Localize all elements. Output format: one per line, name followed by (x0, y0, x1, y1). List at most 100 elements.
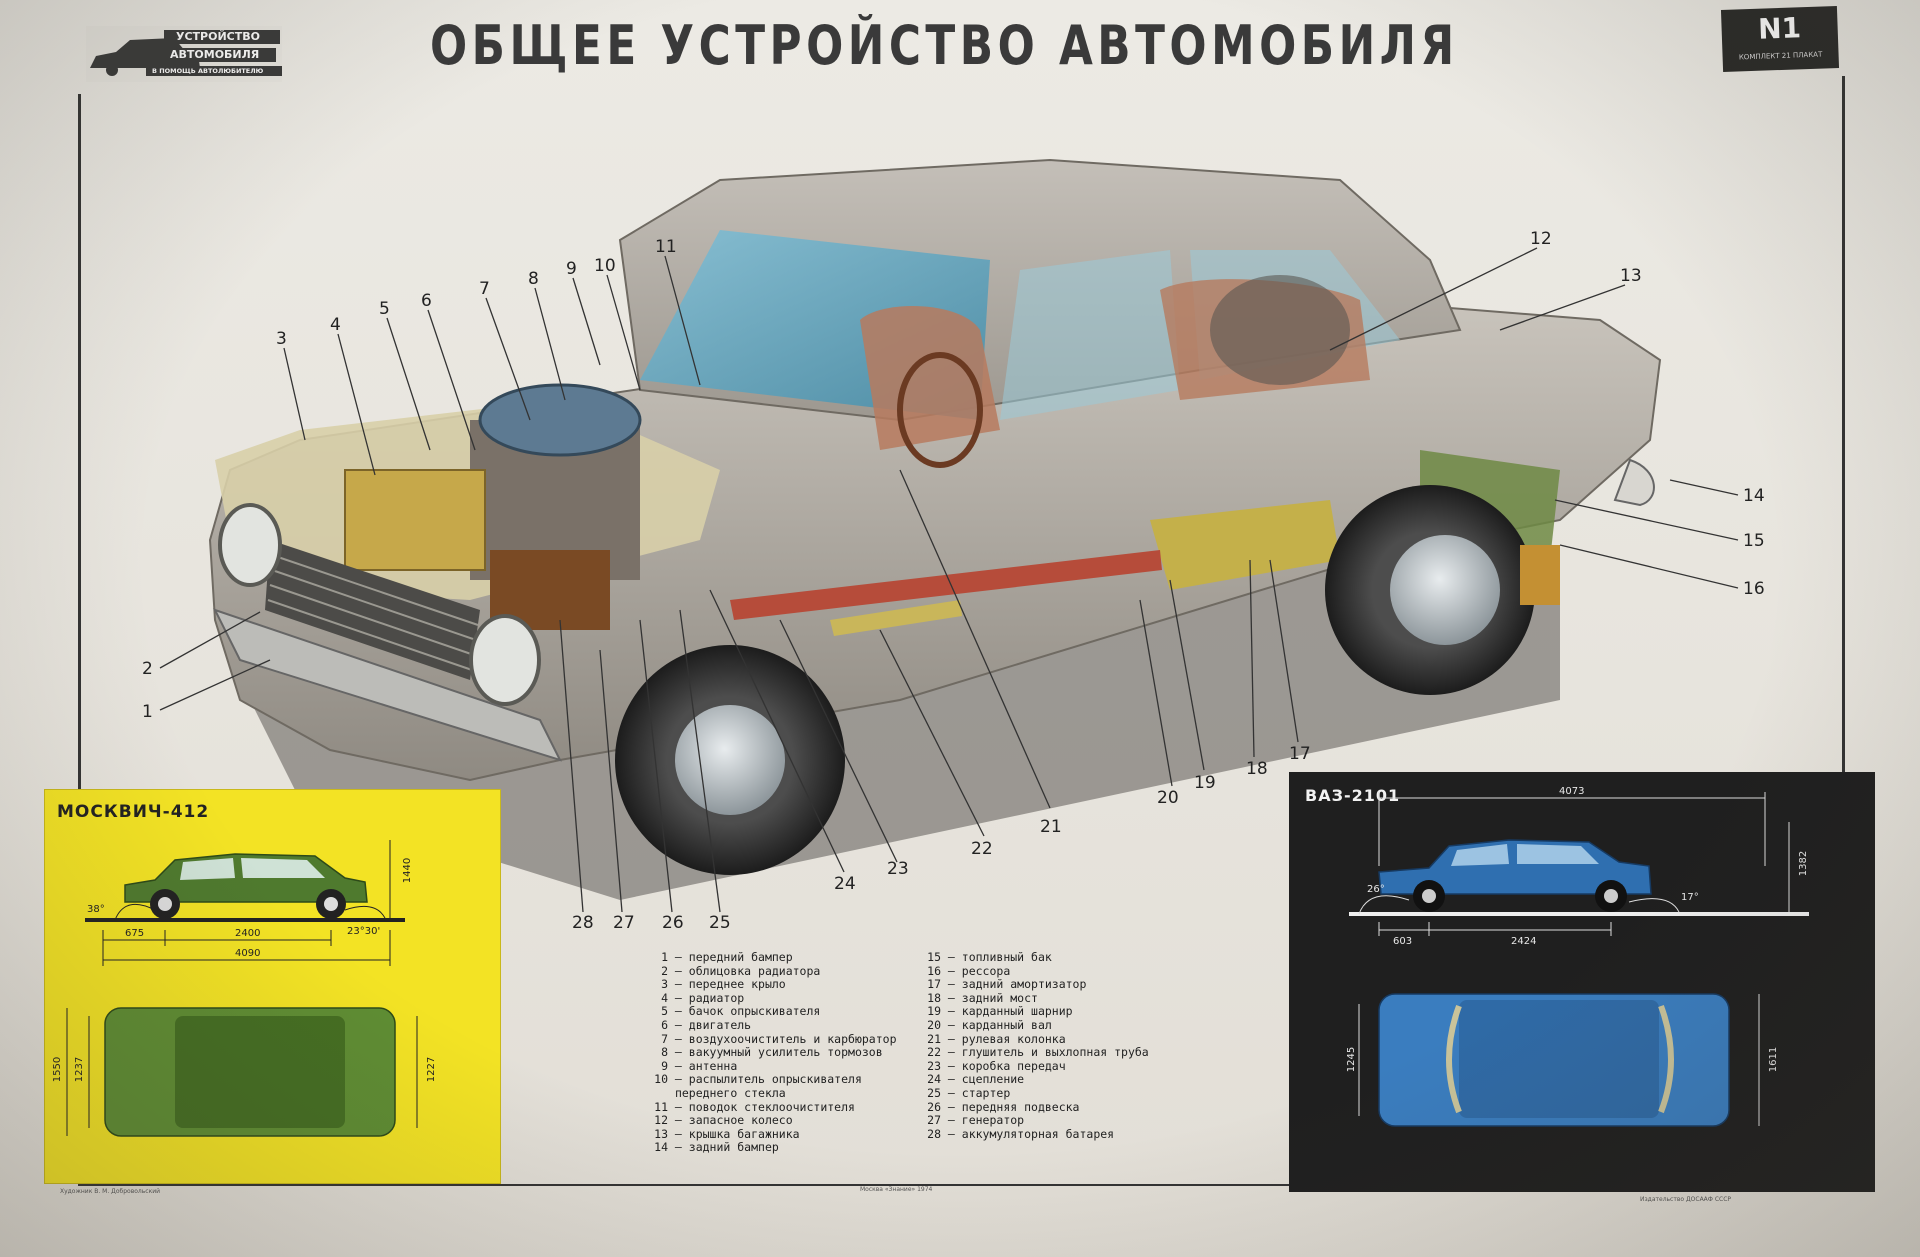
callout-26: 26 (662, 913, 684, 933)
legend-item-number: 27 (927, 1113, 941, 1128)
legend-item: 14 — задний бампер (640, 1141, 897, 1155)
legend-item: 1 — передний бампер (640, 950, 897, 965)
callout-4: 4 (330, 315, 341, 335)
legend-item: 12 — запасное колесо (640, 1113, 897, 1128)
legend-dash: — (668, 1004, 689, 1019)
legend-item-text: воздухоочиститель и карбюратор (688, 1031, 897, 1046)
vaz-overhang: 603 (1393, 936, 1413, 947)
legend-item: 7 — воздухоочиститель и карбюратор (640, 1031, 897, 1047)
legend-item-text: рулевая колонка (961, 1031, 1066, 1046)
footer-left: Художник В. М. Добровольский (60, 1188, 160, 1195)
front-wheel-hub (675, 705, 785, 815)
moskvich-width: 1550 (52, 1056, 64, 1083)
moskvich-overhang: 675 (125, 928, 145, 939)
callout-9: 9 (566, 259, 577, 279)
legend-item-number: 10 (654, 1072, 668, 1087)
legend-item-number: 6 (661, 1017, 668, 1032)
legend-item-text: задний мост (961, 990, 1038, 1005)
moskvich-track-rear: 1227 (426, 1056, 438, 1083)
callout-8: 8 (528, 269, 539, 289)
frame-left-line (78, 94, 81, 1182)
callout-25: 25 (709, 913, 731, 933)
legend-item: 16 — рессора (913, 964, 1149, 979)
callout-14: 14 (1743, 486, 1765, 506)
legend-item-text: передняя подвеска (961, 1099, 1080, 1114)
vaz-diagrams (1349, 792, 1809, 1127)
legend-item-number: 23 (927, 1058, 941, 1073)
exhaust-pipe (830, 600, 962, 636)
legend-item: 5 — бачок опрыскивателя (640, 1005, 897, 1019)
callout-6: 6 (421, 291, 432, 311)
legend-item-text: антенна (688, 1058, 738, 1073)
moskvich-track-front: 1237 (74, 1056, 86, 1083)
legend-item: 9 — антенна (640, 1058, 897, 1074)
callout-1: 1 (142, 702, 153, 722)
logo-line-1: УСТРОЙСТВО (176, 30, 260, 43)
legend-dash (668, 1086, 675, 1100)
legend-item-number: 4 (661, 990, 668, 1005)
moskvich-angle-rear: 23°30' (347, 926, 381, 937)
legend-item-number: 18 (927, 990, 941, 1005)
legend-item: 22 — глушитель и выхлопная труба (913, 1045, 1149, 1060)
legend-item: 11 — поводок стеклоочистителя (640, 1099, 897, 1115)
legend-item: 17 — задний амортизатор (913, 977, 1149, 992)
legend-dash: — (941, 977, 962, 992)
callout-10: 10 (594, 256, 616, 276)
legend-item-text: сцепление (961, 1072, 1025, 1087)
moskvich-length: 4090 (235, 948, 261, 959)
legend-item: 28 — аккумуляторная батарея (913, 1127, 1149, 1142)
legend-dash: — (668, 1113, 689, 1128)
legend-item-number: 8 (661, 1045, 668, 1060)
legend-item: 19 — карданный шарнир (913, 1005, 1149, 1019)
callout-27: 27 (613, 913, 635, 933)
legend-item: 26 — передняя подвеска (913, 1099, 1149, 1115)
moskvich-diagrams (66, 840, 418, 1137)
callout-15: 15 (1743, 531, 1765, 551)
mudflap (1520, 545, 1560, 605)
legend-item: 18 — задний мост (913, 990, 1149, 1006)
legend-item: 23 — коробка передач (913, 1058, 1149, 1074)
moskvich-height: 1440 (402, 857, 414, 884)
moskvich-412-panel: МОСКВИЧ-412 (44, 789, 501, 1184)
callout-23: 23 (887, 859, 909, 879)
page-title: ОБЩЕЕ УСТРОЙСТВО АВТОМОБИЛЯ (430, 14, 1459, 77)
legend-item-text: задний бампер (688, 1140, 779, 1155)
legend-item-text: облицовка радиатора (688, 963, 821, 978)
legend-item-text: коробка передач (961, 1058, 1066, 1073)
series-logo: УСТРОЙСТВО АВТОМОБИЛЯ В ПОМОЩЬ АВТОЛЮБИТ… (86, 26, 282, 82)
legend-item-number: 13 (654, 1126, 668, 1141)
moskvich-title: МОСКВИЧ-412 (57, 802, 210, 822)
radiator (344, 469, 486, 571)
legend-item-number: 25 (927, 1085, 941, 1100)
logo-car-icon (86, 26, 282, 82)
rear-axle (1150, 500, 1340, 590)
legend-item: переднего стекла (640, 1086, 897, 1101)
legend-dash: — (668, 1140, 689, 1155)
legend-item: 13 — крышка багажника (640, 1126, 897, 1142)
legend-item-number: 26 (927, 1099, 941, 1114)
legend-item-text: бачок опрыскивателя (688, 1004, 821, 1019)
legend-item-text: карданный шарнир (961, 1004, 1073, 1019)
legend-dash: — (668, 1099, 689, 1114)
callout-13: 13 (1620, 266, 1642, 286)
legend-dash: — (941, 1072, 962, 1087)
legend-item-text: вакуумный усилитель тормозов (688, 1045, 883, 1060)
callout-22: 22 (971, 839, 993, 859)
callout-20: 20 (1157, 788, 1179, 808)
vaz-title: ВАЗ-2101 (1305, 786, 1401, 805)
legend-item-number: 15 (927, 950, 941, 964)
legend-dash: — (941, 990, 962, 1005)
moskvich-wheelbase: 2400 (235, 928, 261, 939)
legend-dash: — (941, 1099, 962, 1114)
legend-item: 21 — рулевая колонка (913, 1031, 1149, 1047)
legend-item: 6 — двигатель (640, 1017, 897, 1033)
vaz-wheelbase: 2424 (1511, 936, 1537, 947)
legend-item-text: генератор (961, 1113, 1025, 1128)
footer-center: Москва «Знание» 1974 (860, 1186, 933, 1193)
legend-item: 3 — переднее крыло (640, 977, 897, 992)
legend-item-text: переднее крыло (688, 977, 786, 992)
legend-item: 8 — вакуумный усилитель тормозов (640, 1045, 897, 1060)
vaz-angle-rear: 17° (1681, 892, 1699, 903)
